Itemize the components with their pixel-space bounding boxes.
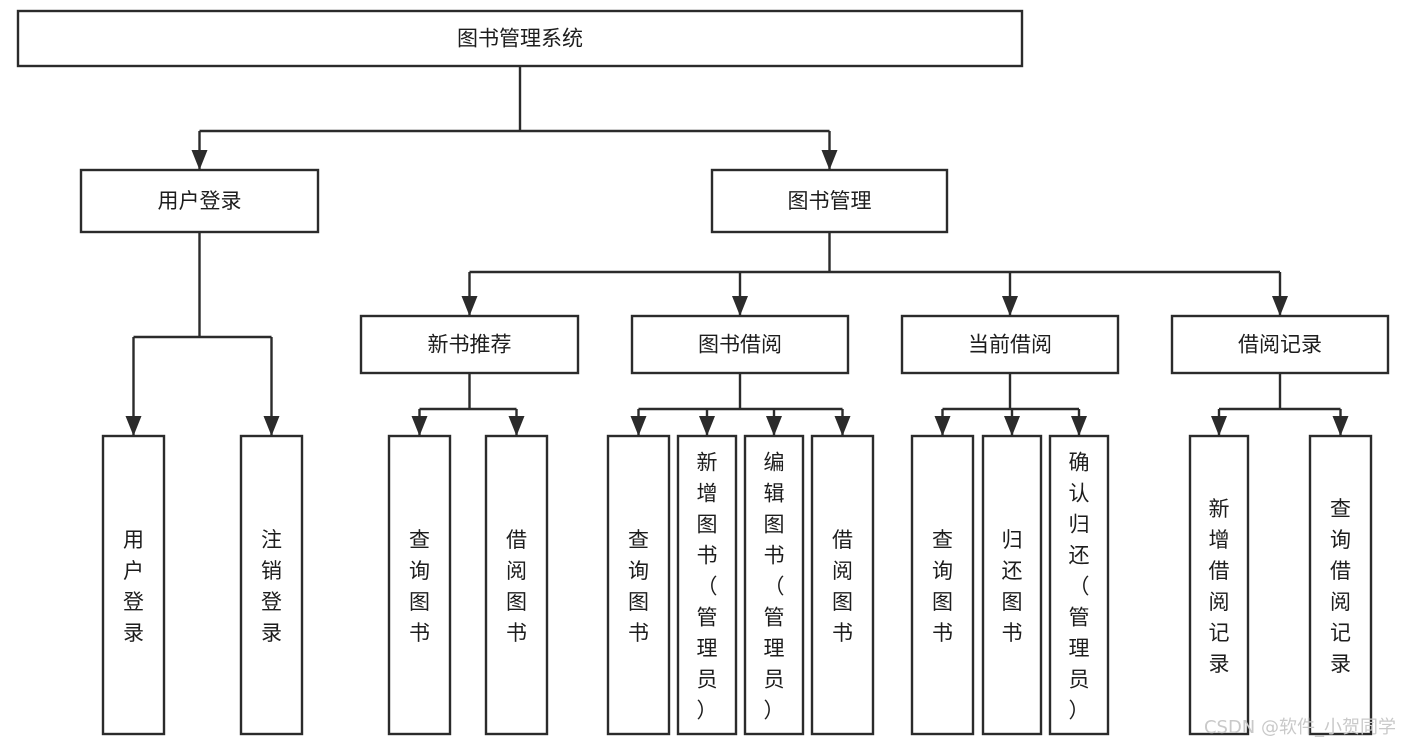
node-box-leaf-add-record[interactable] — [1188, 434, 1250, 736]
node-label-borrow-record: 借阅记录 — [1238, 333, 1322, 357]
node-box-user-login[interactable] — [79, 168, 320, 234]
node-box-leaf-return-book[interactable] — [981, 434, 1043, 736]
node-box-leaf-query-book-2[interactable] — [606, 434, 671, 736]
arrow-head-icon — [732, 296, 748, 316]
node-label-leaf-add-book: 新增图书（管理员） — [697, 451, 718, 723]
node-box-root[interactable] — [16, 9, 1024, 68]
arrow-head-icon — [125, 416, 142, 436]
arrow-head-icon — [1004, 416, 1020, 436]
node-box-book-manage[interactable] — [710, 168, 949, 234]
arrow-head-icon — [834, 416, 851, 436]
node-label-leaf-query-book-1: 查询图书 — [409, 528, 430, 645]
node-label-leaf-edit-book: 编辑图书（管理员） — [764, 451, 785, 723]
arrow-head-icon — [263, 416, 280, 436]
connector-layer — [125, 66, 1349, 436]
node-box-leaf-query-book-1[interactable] — [387, 434, 452, 736]
arrow-head-icon — [1002, 296, 1018, 316]
arrow-head-icon — [1071, 416, 1087, 436]
node-box-leaf-edit-book[interactable] — [743, 434, 805, 736]
node-label-leaf-query-book-2: 查询图书 — [628, 528, 649, 645]
node-box-leaf-borrow-book-2[interactable] — [810, 434, 875, 736]
node-layer: 图书管理系统用户登录图书管理新书推荐图书借阅当前借阅借阅记录用户登录注销登录查询… — [16, 9, 1390, 736]
node-box-borrow-record[interactable] — [1170, 314, 1390, 375]
arrow-head-icon — [191, 150, 208, 170]
node-label-leaf-user-logout: 注销登录 — [261, 528, 282, 645]
node-label-leaf-borrow-book-2: 借阅图书 — [832, 528, 853, 645]
node-label-leaf-borrow-book-1: 借阅图书 — [506, 528, 527, 645]
node-box-new-book-recommend[interactable] — [359, 314, 580, 375]
arrow-head-icon — [821, 150, 838, 170]
arrow-head-icon — [699, 416, 715, 436]
csdn-watermark: CSDN @软件_小贺同学 — [1204, 717, 1396, 738]
arrow-head-icon — [508, 416, 525, 436]
node-box-leaf-confirm-return[interactable] — [1048, 434, 1110, 736]
node-label-book-borrow: 图书借阅 — [698, 333, 782, 357]
node-label-leaf-return-book: 归还图书 — [1002, 528, 1023, 645]
node-box-leaf-add-book[interactable] — [676, 434, 738, 736]
node-label-current-borrow: 当前借阅 — [968, 333, 1052, 357]
node-box-leaf-borrow-book-1[interactable] — [484, 434, 549, 736]
node-box-leaf-user-login[interactable] — [101, 434, 166, 736]
arrow-head-icon — [630, 416, 647, 436]
node-label-leaf-user-login: 用户登录 — [123, 528, 144, 645]
node-label-leaf-add-record: 新增借阅记录 — [1209, 497, 1230, 676]
arrow-head-icon — [461, 296, 478, 316]
arrow-head-icon — [1211, 416, 1227, 436]
node-label-leaf-query-book-3: 查询图书 — [932, 528, 953, 645]
node-box-leaf-query-record[interactable] — [1308, 434, 1373, 736]
node-box-current-borrow[interactable] — [900, 314, 1120, 375]
node-label-new-book-recommend: 新书推荐 — [428, 333, 512, 357]
node-label-root: 图书管理系统 — [457, 27, 583, 51]
arrow-head-icon — [1272, 296, 1288, 316]
arrow-head-icon — [1332, 416, 1349, 436]
node-label-leaf-query-record: 查询借阅记录 — [1330, 497, 1351, 676]
arrow-head-icon — [766, 416, 782, 436]
node-label-leaf-confirm-return: 确认归还（管理员） — [1069, 451, 1090, 723]
arrow-head-icon — [934, 416, 951, 436]
node-box-leaf-query-book-3[interactable] — [910, 434, 975, 736]
node-label-book-manage: 图书管理 — [788, 189, 872, 213]
node-box-book-borrow[interactable] — [630, 314, 850, 375]
arrow-head-icon — [411, 416, 428, 436]
node-label-user-login: 用户登录 — [158, 189, 242, 213]
node-box-leaf-user-logout[interactable] — [239, 434, 304, 736]
